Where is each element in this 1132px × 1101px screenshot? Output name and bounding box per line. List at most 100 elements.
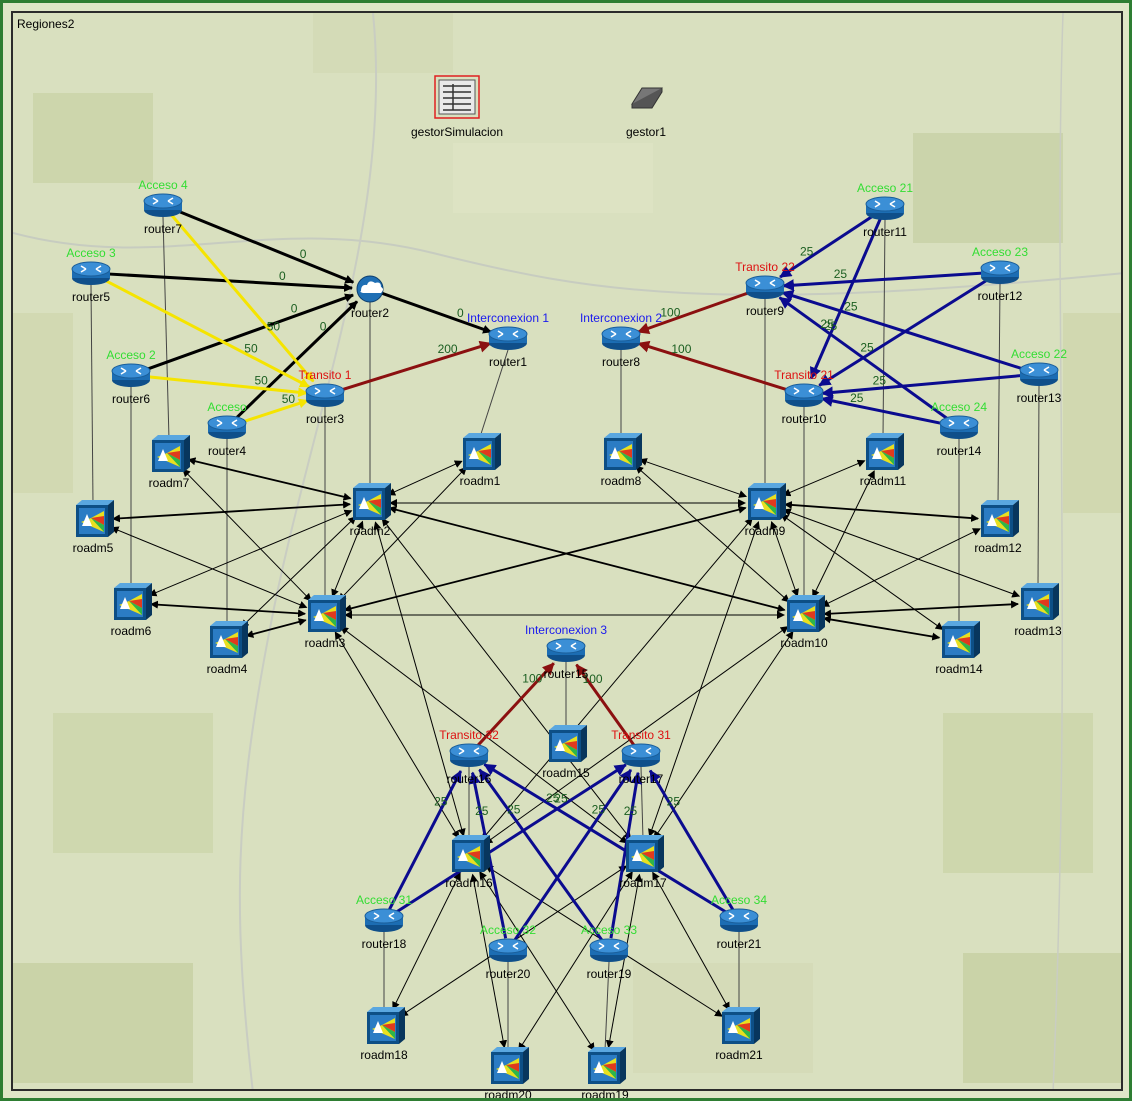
roadm14-node[interactable]: roadm14: [935, 621, 983, 676]
router2-node[interactable]: router2: [351, 275, 389, 320]
node-label: roadm14: [935, 662, 983, 676]
node-caption: Acceso 22: [1011, 347, 1067, 361]
roadm19-node[interactable]: roadm19: [581, 1047, 629, 1101]
link-weight: 50: [244, 341, 258, 355]
roadm13-node[interactable]: roadm13: [1014, 583, 1062, 638]
roadm18-node[interactable]: roadm18: [360, 1007, 408, 1062]
node-label: router9: [746, 304, 784, 318]
roadm3-node[interactable]: roadm3: [305, 595, 346, 650]
link-router5-router3[interactable]: [100, 277, 310, 389]
link-weight: 0: [279, 269, 286, 283]
router-roadm-link: [882, 219, 886, 438]
roadm-icon: [308, 595, 346, 632]
roadm1-node[interactable]: roadm1: [460, 433, 501, 488]
roadm11-node[interactable]: roadm11: [860, 433, 907, 488]
link-router3-router1[interactable]: [336, 340, 492, 393]
roadm2-node[interactable]: roadm2: [350, 483, 391, 538]
link-router2-router1[interactable]: [380, 291, 492, 334]
link-router12-router9[interactable]: [781, 271, 989, 292]
node-label: router21: [717, 937, 762, 951]
roadm6-node[interactable]: roadm6: [111, 583, 152, 638]
link-router14-router10[interactable]: [820, 394, 948, 427]
link-router17-router15[interactable]: [575, 663, 636, 747]
link-router9-router8[interactable]: [637, 289, 755, 334]
node-label: roadm17: [619, 876, 667, 890]
node-label: router5: [72, 290, 110, 304]
optical-link: [652, 871, 730, 1011]
link-router19-router16[interactable]: [478, 768, 604, 942]
link-router20-router17[interactable]: [513, 769, 633, 941]
link-router6-router3[interactable]: [142, 374, 309, 398]
link-router19-router17[interactable]: [609, 771, 643, 939]
optical-link: [648, 520, 760, 838]
router-icon: [1019, 362, 1059, 386]
link-router11-router10[interactable]: [809, 218, 882, 380]
roadm16-node[interactable]: roadm16: [445, 835, 493, 890]
link-router7-router2[interactable]: [173, 208, 355, 284]
link-router16-router15[interactable]: [476, 662, 555, 748]
node-label: roadm21: [715, 1048, 763, 1062]
link-router21-router16[interactable]: [483, 763, 730, 916]
link-router6-router2[interactable]: [141, 293, 355, 373]
link-router21-router17[interactable]: [648, 769, 735, 911]
roadm9-node[interactable]: roadm9: [745, 483, 786, 538]
roadm21-node[interactable]: roadm21: [715, 1007, 763, 1062]
link-weight: 25: [667, 794, 681, 808]
roadm7-node[interactable]: roadm7: [149, 435, 190, 490]
link-router18-router17[interactable]: [393, 763, 627, 915]
link-router10-router8[interactable]: [637, 340, 793, 393]
roadm17-node[interactable]: roadm17: [619, 835, 667, 890]
link-router11-router9[interactable]: [779, 213, 876, 279]
gestor1-node[interactable]: gestor1: [626, 87, 666, 139]
roadm4-node[interactable]: roadm4: [207, 621, 248, 676]
node-caption: Transito 32: [439, 728, 499, 742]
link-weight: 100: [660, 306, 680, 320]
roadm-icon: [76, 500, 114, 537]
roadm-icon: [1021, 583, 1059, 620]
node-caption: Transito 1: [299, 368, 352, 382]
link-router18-router16[interactable]: [388, 770, 463, 911]
roadm5-node[interactable]: roadm5: [73, 500, 114, 555]
node-caption: Acceso 21: [857, 181, 913, 195]
roadm8-node[interactable]: roadm8: [601, 433, 642, 488]
node-label: router18: [362, 937, 407, 951]
link-weight: 25: [554, 791, 568, 805]
link-router13-router9[interactable]: [781, 290, 1029, 372]
roadm10-node[interactable]: roadm10: [780, 595, 828, 650]
router-icon: [207, 415, 247, 439]
roadm12-node[interactable]: roadm12: [974, 500, 1022, 555]
link-router14-router9[interactable]: [778, 296, 951, 422]
link-router4-router3[interactable]: [237, 398, 309, 425]
roadm20-node[interactable]: roadm20: [484, 1047, 532, 1101]
link-weight: 25: [850, 391, 864, 405]
roadm15-node[interactable]: roadm15: [542, 725, 590, 780]
node-label: roadm19: [581, 1088, 629, 1101]
node-label: router17: [619, 772, 664, 786]
gestorSimulacion-node[interactable]: gestorSimulacion: [411, 75, 503, 139]
link-weight: 200: [438, 342, 458, 356]
link-router13-router10[interactable]: [820, 373, 1028, 399]
link-router7-router3[interactable]: [169, 213, 315, 383]
node-label: router10: [782, 412, 827, 426]
node-caption: Acceso 33: [581, 923, 637, 937]
